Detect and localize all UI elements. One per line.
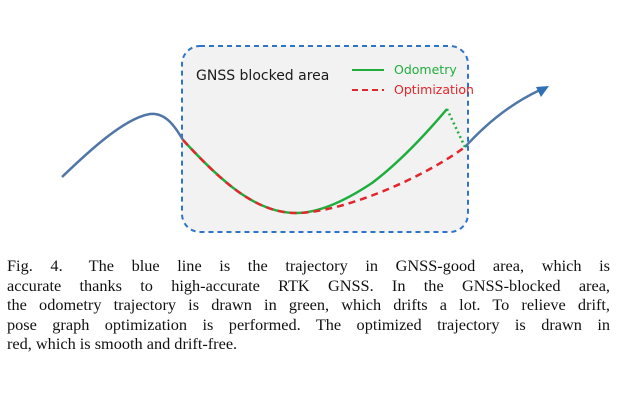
caption-line-4: pose graph optimization is performed. Th… (7, 314, 610, 334)
odometry-trajectory (182, 108, 448, 215)
blue-trajectory-left (61, 112, 185, 178)
gnss-blocked-area-label: GNSS blocked area (196, 68, 329, 84)
odometry-drift-connection (445, 108, 467, 148)
optimization-trajectory (182, 139, 466, 215)
trajectory-diagram: GNSS blocked area Odometry Optimization (61, 45, 549, 233)
figure: GNSS blocked area Odometry Optimization (61, 45, 549, 233)
legend-odometry-label: Odometry (394, 62, 457, 77)
caption-line-1: Fig. 4. The blue line is the trajectory i… (7, 256, 610, 276)
figure-label: Fig. 4. (7, 256, 63, 275)
caption-line-1-text: The blue line is the trajectory in GNSS-… (88, 256, 610, 275)
caption-line-3: the odometry trajectory is drawn in gree… (7, 295, 610, 315)
legend-optimization-label: Optimization (394, 82, 474, 97)
caption-line-5: red, which is smooth and drift-free. (7, 334, 238, 354)
figure-caption: Fig. 4. The blue line is the trajectory i… (7, 256, 610, 354)
blue-trajectory-right (464, 88, 541, 148)
caption-line-2: accurate thanks to high-accurate RTK GNS… (7, 275, 610, 295)
trajectory-arrowhead (536, 86, 549, 97)
